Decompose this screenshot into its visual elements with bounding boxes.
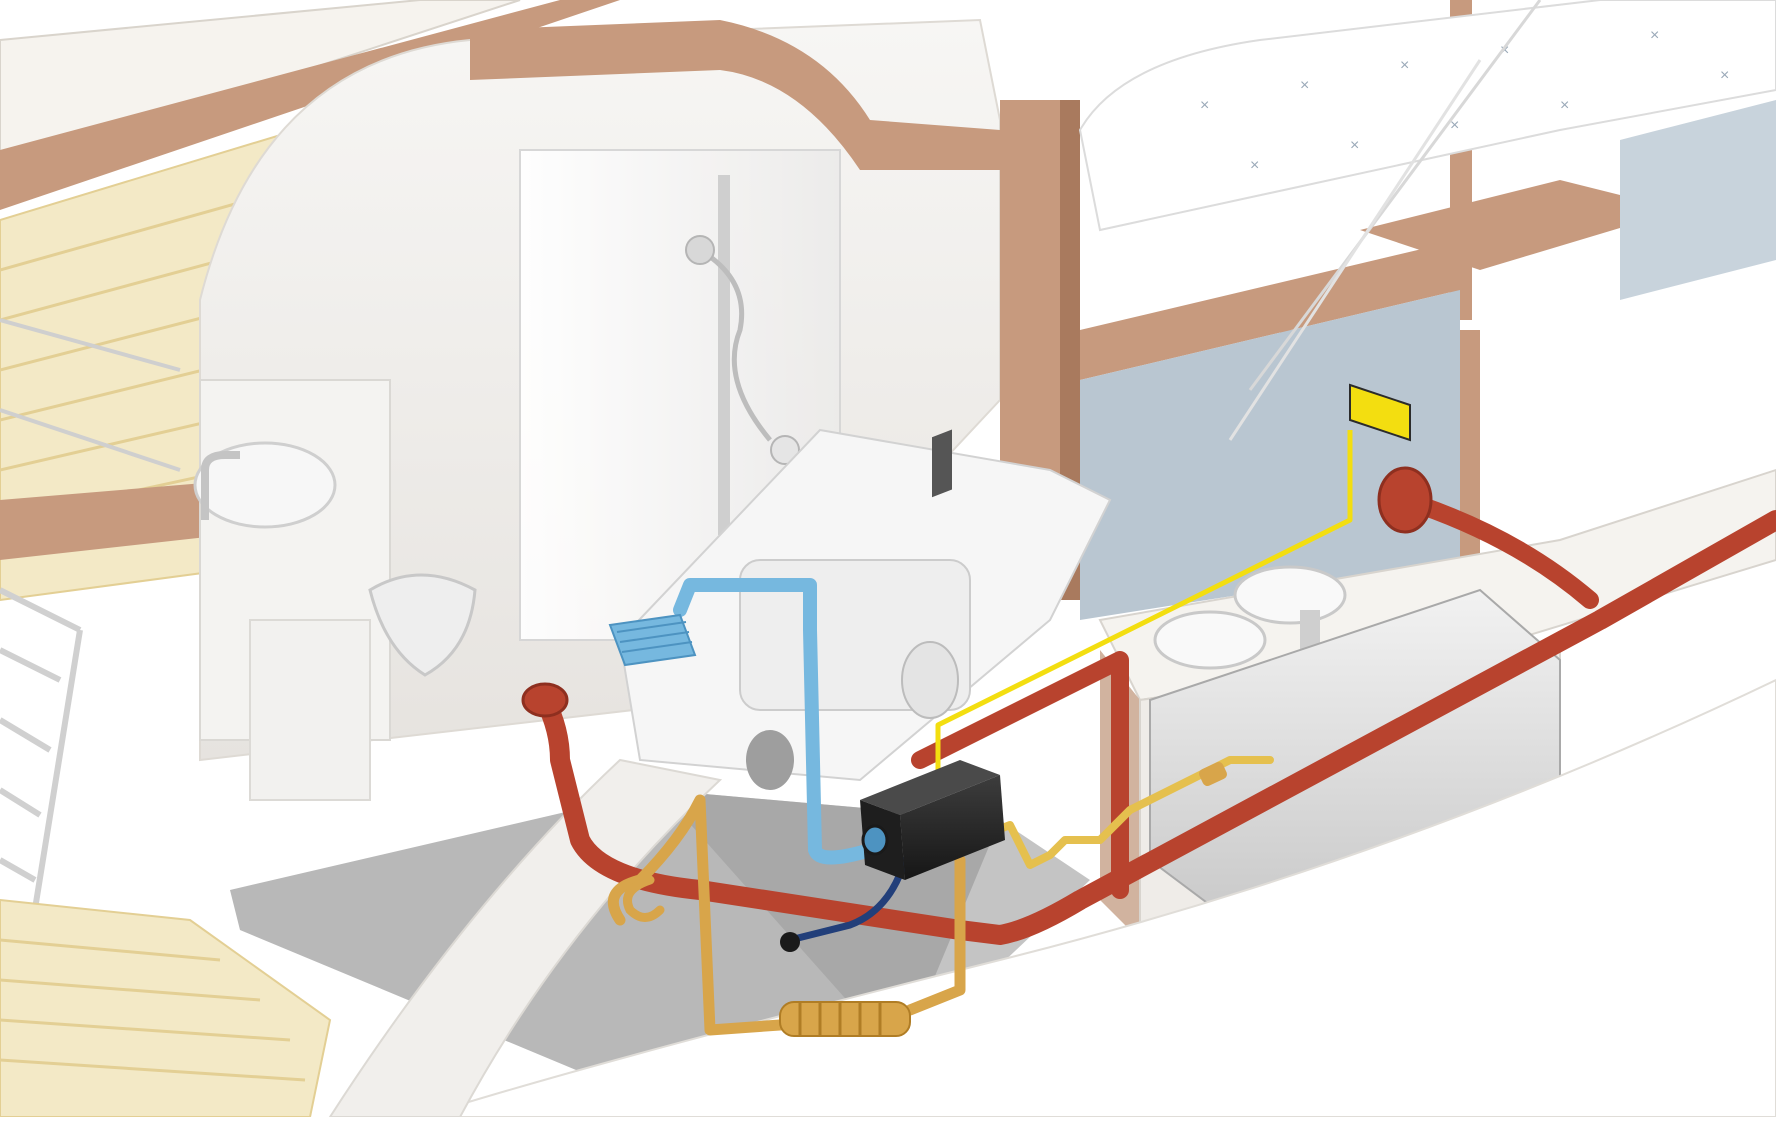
stay-wire	[1248, 0, 1542, 391]
hull-shell-left	[328, 758, 723, 1118]
deck-rail	[0, 318, 181, 372]
exhaust-outlet-loop	[623, 875, 665, 922]
engine-pulley	[901, 641, 959, 719]
air-outlet-icon	[1377, 466, 1433, 534]
berth-tufting: × × × × × × × × × ×	[1200, 27, 1729, 174]
svg-text:×: ×	[1450, 117, 1459, 134]
wood-bulkhead-arch	[470, 20, 1000, 170]
prop-shaft-seal	[746, 730, 794, 790]
berth-cushion	[1078, 0, 1776, 232]
stay-wire	[1228, 59, 1482, 441]
heating-system	[521, 383, 1776, 1037]
toilet-bowl	[368, 573, 477, 677]
companionway-ladder	[0, 587, 83, 941]
blue-gray-wall-right	[1620, 100, 1776, 300]
toilet-pedestal	[249, 619, 371, 801]
galley-faucet	[1300, 610, 1320, 654]
svg-text:×: ×	[1560, 97, 1569, 114]
wood-post-shade	[1060, 100, 1080, 600]
control-panel-icon	[1349, 383, 1411, 442]
wood-shelf	[1360, 180, 1680, 270]
svg-text:×: ×	[1350, 137, 1359, 154]
fuel-pump-icon	[780, 932, 800, 952]
exhaust-pipe-return	[904, 854, 966, 1016]
svg-text:×: ×	[1500, 42, 1509, 59]
grille-icon	[608, 613, 697, 667]
shower-rail	[718, 175, 730, 535]
galley-sink	[1233, 565, 1347, 625]
warm-air-duct-branch	[911, 651, 1129, 899]
svg-text:×: ×	[1400, 57, 1409, 74]
svg-text:×: ×	[1200, 97, 1209, 114]
warm-air-duct-riser	[1411, 496, 1599, 609]
svg-text:×: ×	[1300, 77, 1309, 94]
fuel-filter	[1199, 761, 1227, 787]
fuel-supply-line	[981, 756, 1274, 869]
basin-faucet	[201, 451, 240, 520]
heater-icon	[860, 429, 1005, 880]
control-wire	[935, 430, 1353, 780]
shower-hose	[698, 247, 772, 442]
cold-air-intake-icon	[673, 578, 877, 865]
shower-head	[685, 235, 715, 265]
deck-rail	[0, 408, 181, 472]
svg-text:×: ×	[1720, 67, 1729, 84]
blue-gray-wall	[1080, 290, 1460, 620]
air-outlet-icon	[521, 682, 569, 718]
shower-valve	[770, 435, 800, 465]
silencer-icon	[779, 1001, 911, 1037]
wood-beam	[1080, 240, 1460, 380]
exhaust-pipe-icon	[607, 794, 786, 1036]
cockpit-teak-planks	[0, 938, 306, 1082]
hull-shell-front	[419, 678, 1776, 1118]
svg-text:×: ×	[1650, 27, 1659, 44]
washbasin	[193, 441, 337, 529]
cockpit-teak	[0, 898, 332, 1118]
svg-text:×: ×	[1250, 157, 1259, 174]
galley-sink	[1153, 610, 1267, 670]
